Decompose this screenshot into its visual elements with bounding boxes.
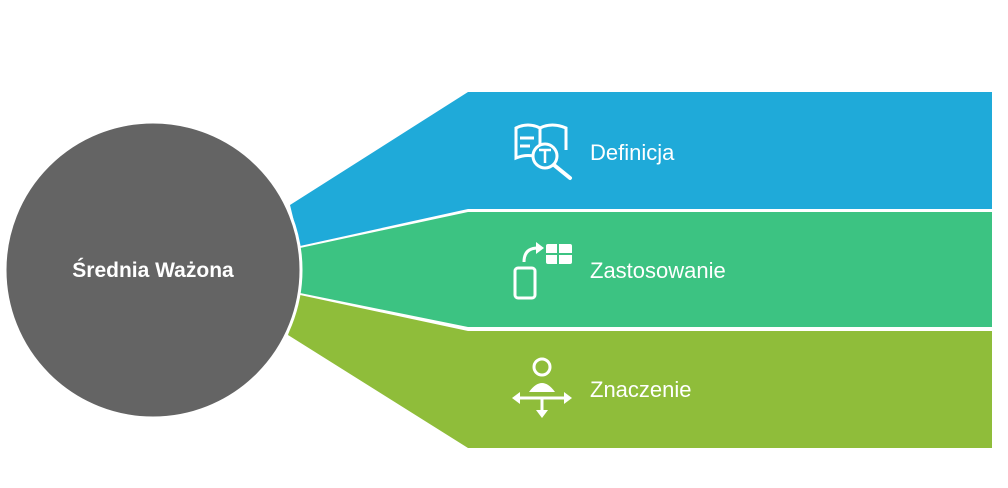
phone-table-transfer-icon — [513, 242, 572, 300]
band-znaczenie: Znaczenie — [288, 295, 992, 448]
band-definicja-label: Definicja — [590, 140, 675, 165]
person-arrows-icon — [512, 357, 572, 418]
center-label: Średnia Ważona — [72, 258, 234, 282]
band-zastosowanie: Zastosowanie — [300, 212, 992, 327]
band-znaczenie-shape — [288, 295, 992, 448]
band-zastosowanie-shape — [300, 212, 992, 327]
book-search-icon — [514, 123, 572, 180]
center-circle — [3, 120, 303, 420]
band-definicja: Definicja — [290, 92, 992, 246]
band-zastosowanie-label: Zastosowanie — [590, 258, 726, 283]
band-definicja-shape — [290, 92, 992, 246]
center-node: Średnia Ważona — [3, 120, 303, 420]
band-znaczenie-label: Znaczenie — [590, 377, 692, 402]
